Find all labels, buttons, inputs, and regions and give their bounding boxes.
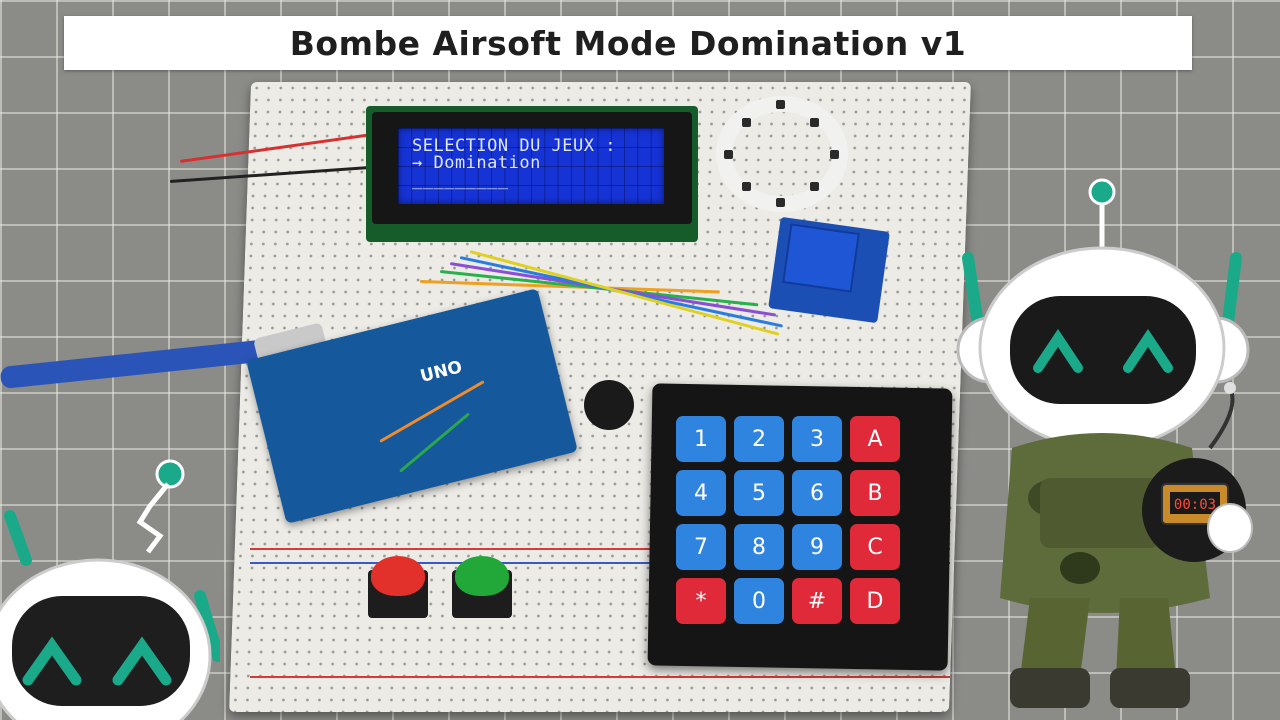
neopixel-ring: [716, 96, 848, 212]
keypad-key-4[interactable]: 4: [676, 470, 726, 516]
keypad-key-c[interactable]: C: [850, 524, 900, 570]
bomb-timer-display: 00:03: [1174, 497, 1216, 513]
lcd-line-1: SELECTION DU JEUX :: [412, 136, 616, 156]
keypad-key-9[interactable]: 9: [792, 524, 842, 570]
breadboard-rail-positive-bottom: [250, 676, 950, 678]
breadboard-rail-negative: [250, 562, 950, 564]
ring-led: [742, 118, 751, 127]
ring-led: [742, 182, 751, 191]
ring-led: [810, 118, 819, 127]
keypad-key-5[interactable]: 5: [734, 470, 784, 516]
keypad-key-b[interactable]: B: [850, 470, 900, 516]
ring-led: [724, 150, 733, 159]
keypad-key-3[interactable]: 3: [792, 416, 842, 462]
page-title: Bombe Airsoft Mode Domination v1: [289, 23, 967, 63]
keypad-key-a[interactable]: A: [850, 416, 900, 462]
keypad-key-d[interactable]: D: [850, 578, 900, 624]
ring-led: [776, 198, 785, 207]
keypad-key-7[interactable]: 7: [676, 524, 726, 570]
robot-mascot-right: 00:03: [956, 178, 1253, 708]
title-banner: Bombe Airsoft Mode Domination v1: [64, 16, 1192, 70]
lcd-line-2: → Domination: [412, 153, 541, 173]
relay-switch: [782, 223, 860, 293]
keypad-key-8[interactable]: 8: [734, 524, 784, 570]
lcd-line-3: _________: [412, 170, 509, 190]
buzzer: [584, 380, 634, 430]
keypad-key-0[interactable]: 0: [734, 578, 784, 624]
green-push-button[interactable]: [455, 556, 509, 596]
red-push-button[interactable]: [371, 556, 425, 596]
keypad-key-star[interactable]: *: [676, 578, 726, 624]
lcd-screen: [398, 128, 664, 204]
robot-mascot-left: [0, 459, 220, 720]
keypad-key-1[interactable]: 1: [676, 416, 726, 462]
keypad-key-6[interactable]: 6: [792, 470, 842, 516]
breadboard-rail-positive: [250, 548, 950, 550]
ring-led: [776, 100, 785, 109]
keypad-key-2[interactable]: 2: [734, 416, 784, 462]
ring-led: [810, 182, 819, 191]
keypad-key-hash[interactable]: #: [792, 578, 842, 624]
ring-led: [830, 150, 839, 159]
